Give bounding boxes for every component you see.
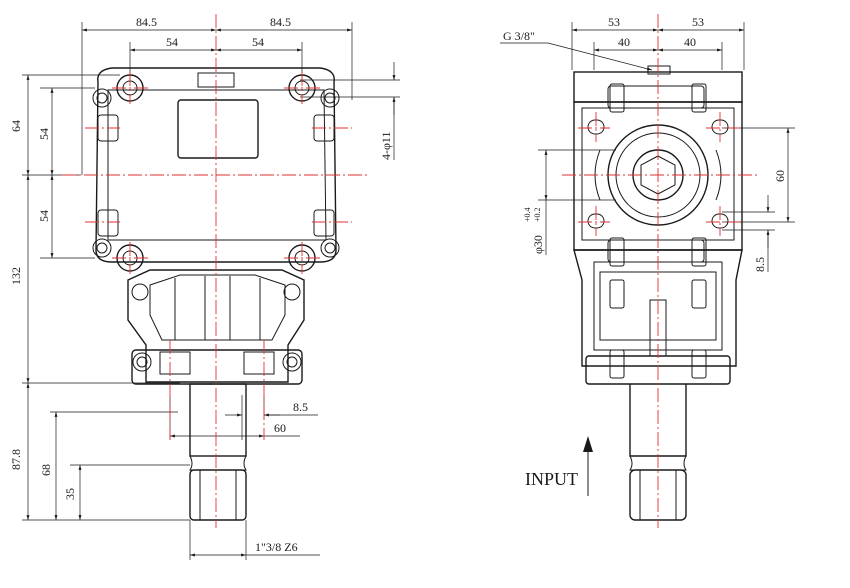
side-dim-top-left: 53 [608,15,620,29]
input-label: INPUT [525,469,578,489]
dim-8-5: 8.5 [293,400,308,414]
side-dim-inner-right: 40 [684,35,696,49]
dim-hole: 4-φ11 [379,132,393,160]
dim-87-8: 87.8 [9,449,23,470]
dim-left-132: 132 [9,267,23,285]
dim-spline: 1"3/8 Z6 [255,540,298,554]
dim-35: 35 [63,488,77,500]
dim-60: 60 [274,421,286,435]
dim-left-54-top: 54 [37,128,51,140]
dim-inner-left: 54 [166,35,178,49]
dim-left-64: 64 [9,120,23,132]
bore-tol-lower: +0.2 [533,207,542,222]
dim-inner-right: 54 [252,35,264,49]
thread-label: G 3/8" [503,29,535,43]
side-dim-8-5: 8.5 [753,257,767,272]
side-dim-top-right: 53 [692,15,704,29]
side-dim-inner-left: 40 [618,35,630,49]
side-dim-60: 60 [773,170,787,182]
dim-68: 68 [39,464,53,476]
dim-left-54-bottom: 54 [37,210,51,222]
side-view: 53 53 40 40 G 3/8" 60 8.5 φ30 +0.4 +0.2 [500,14,795,528]
dim-top-left: 84.5 [136,15,157,29]
bore-label: φ30 [531,235,545,254]
bore-tol-upper: +0.4 [523,207,532,222]
front-view: 84.5 84.5 54 54 64 54 54 132 87.8 68 35 [9,14,400,560]
dim-top-right: 84.5 [270,15,291,29]
